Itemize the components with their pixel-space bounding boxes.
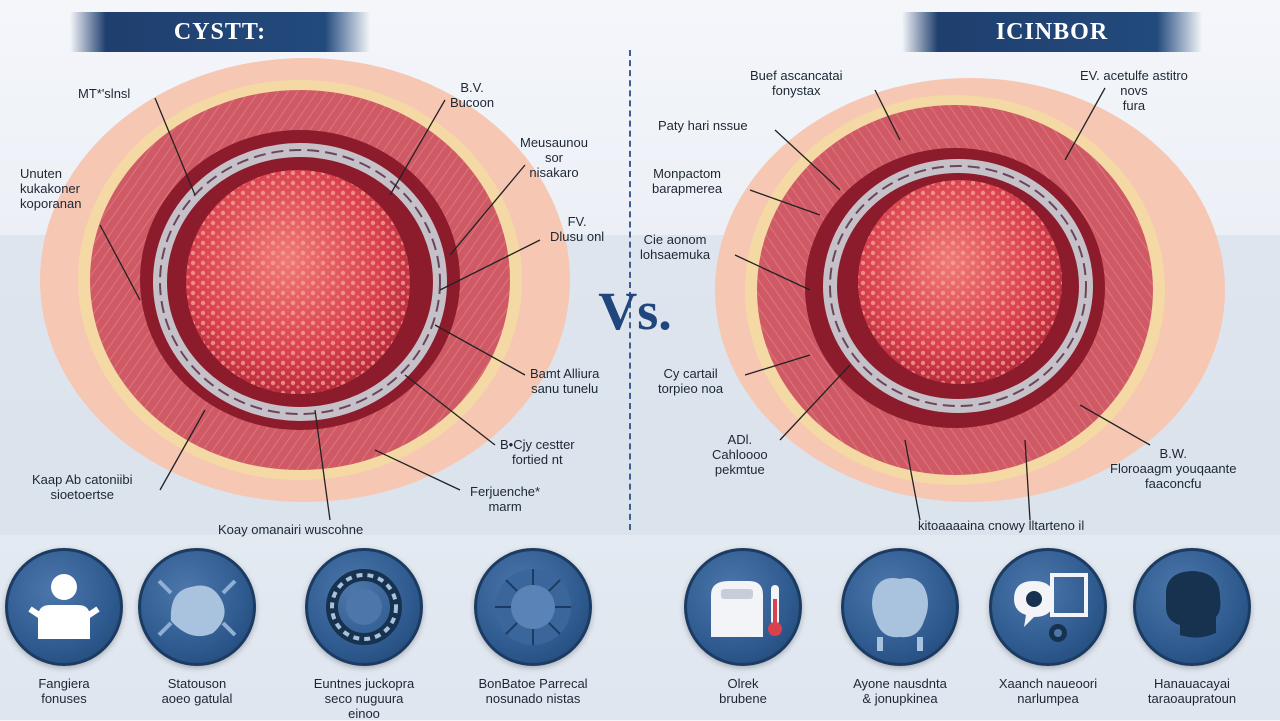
cyst-cross-section: [40, 58, 570, 521]
icon-item-7: Xaanch naueoori narlumpea: [968, 548, 1128, 706]
icon-label-7: Xaanch naueoori narlumpea: [998, 676, 1098, 706]
icon-item-6: Ayone nausdnta & jonupkinea: [820, 548, 980, 706]
hand-tissue-icon: [138, 548, 256, 666]
label-right-9: kitoaaaaina cnowy lltarteno il: [918, 518, 1085, 533]
icon-label-3: Euntnes juckopra seco nuguura einoo: [313, 676, 415, 721]
icon-item-5: Olrek brubene: [663, 548, 823, 706]
title-left: CYSTT:: [70, 12, 370, 52]
label-right-5: Cie aonom lohsaemuka: [640, 232, 711, 262]
icon-item-3: Euntnes juckopra seco nuguura einoo: [284, 548, 444, 721]
icon-row: Fangiera fonuses Statouson aoeo gatulal …: [0, 548, 1280, 721]
label-right-2: EV. acetulfe astitro novs fura: [1080, 68, 1188, 113]
capsule-lines: [159, 149, 441, 415]
tissue-section-icon: [474, 548, 592, 666]
icon-item-1: Fangiera fonuses: [0, 548, 144, 706]
label-left-8: Kaap Ab catoniibi sioetoertse: [32, 472, 133, 502]
icon-label-6: Ayone nausdnta & jonupkinea: [853, 676, 947, 706]
label-left-1: MT*'slnsl: [78, 86, 131, 101]
leader-lines-left: [99, 97, 541, 521]
speech-gear-icon: [989, 548, 1107, 666]
icon-label-8: Hanauacayai taraoaupratoun: [1147, 676, 1237, 706]
icon-item-4: BonBatoe Parrecal nosunado nistas: [453, 548, 613, 706]
label-right-7: ADl. Cahloooo pekmtue: [712, 432, 768, 477]
label-right-8: B.W. Floroaagm youqaante faaconcfu: [1110, 446, 1237, 491]
machine-thermometer-icon: [684, 548, 802, 666]
head-profile-icon: [1133, 548, 1251, 666]
label-left-3: B.V. Bucoon: [450, 80, 495, 110]
center-divider: [629, 50, 631, 530]
title-right: ICINBOR: [902, 12, 1202, 52]
leader-lines-right: [734, 87, 1151, 521]
label-left-2: Unuten kukakoner koporanan: [20, 166, 82, 211]
vs-label: Vs.: [598, 281, 672, 341]
label-left-10: Koay omanairi wuscohne: [218, 522, 364, 537]
icon-label-5: Olrek brubene: [719, 676, 767, 706]
label-left-9: Ferjuenche* marm: [470, 484, 541, 514]
cyst-core-texture: [858, 180, 1062, 384]
icon-label-4: BonBatoe Parrecal nosunado nistas: [478, 676, 588, 706]
icinbor-cross-section: [715, 78, 1225, 521]
icon-item-2: Statouson aoeo gatulal: [117, 548, 277, 706]
label-right-3: Paty hari nssue: [658, 118, 748, 133]
label-right-4: Monpactom barapmerea: [652, 166, 723, 196]
label-left-6: Bamt Alliura sanu tunelu: [530, 366, 600, 396]
label-left-5: FV. Dlusu onl: [550, 214, 605, 244]
organ-icon: [841, 548, 959, 666]
icon-label-2: Statouson aoeo gatulal: [161, 676, 233, 706]
icon-label-1: Fangiera fonuses: [38, 676, 90, 706]
icon-item-8: Hanauacayai taraoaupratoun: [1112, 548, 1272, 706]
ring-icon: [305, 548, 423, 666]
person-icon: [5, 548, 123, 666]
label-right-6: Cy cartail torpieo noa: [658, 366, 724, 396]
label-left-4: Meusaunou sor nisakaro: [520, 135, 588, 180]
label-left-7: B•Cjy cestter fortied nt: [500, 437, 575, 467]
label-right-1: Buef ascancatai fonystax: [750, 68, 843, 98]
capsule-lines: [829, 165, 1087, 407]
cyst-core-texture: [186, 170, 410, 394]
